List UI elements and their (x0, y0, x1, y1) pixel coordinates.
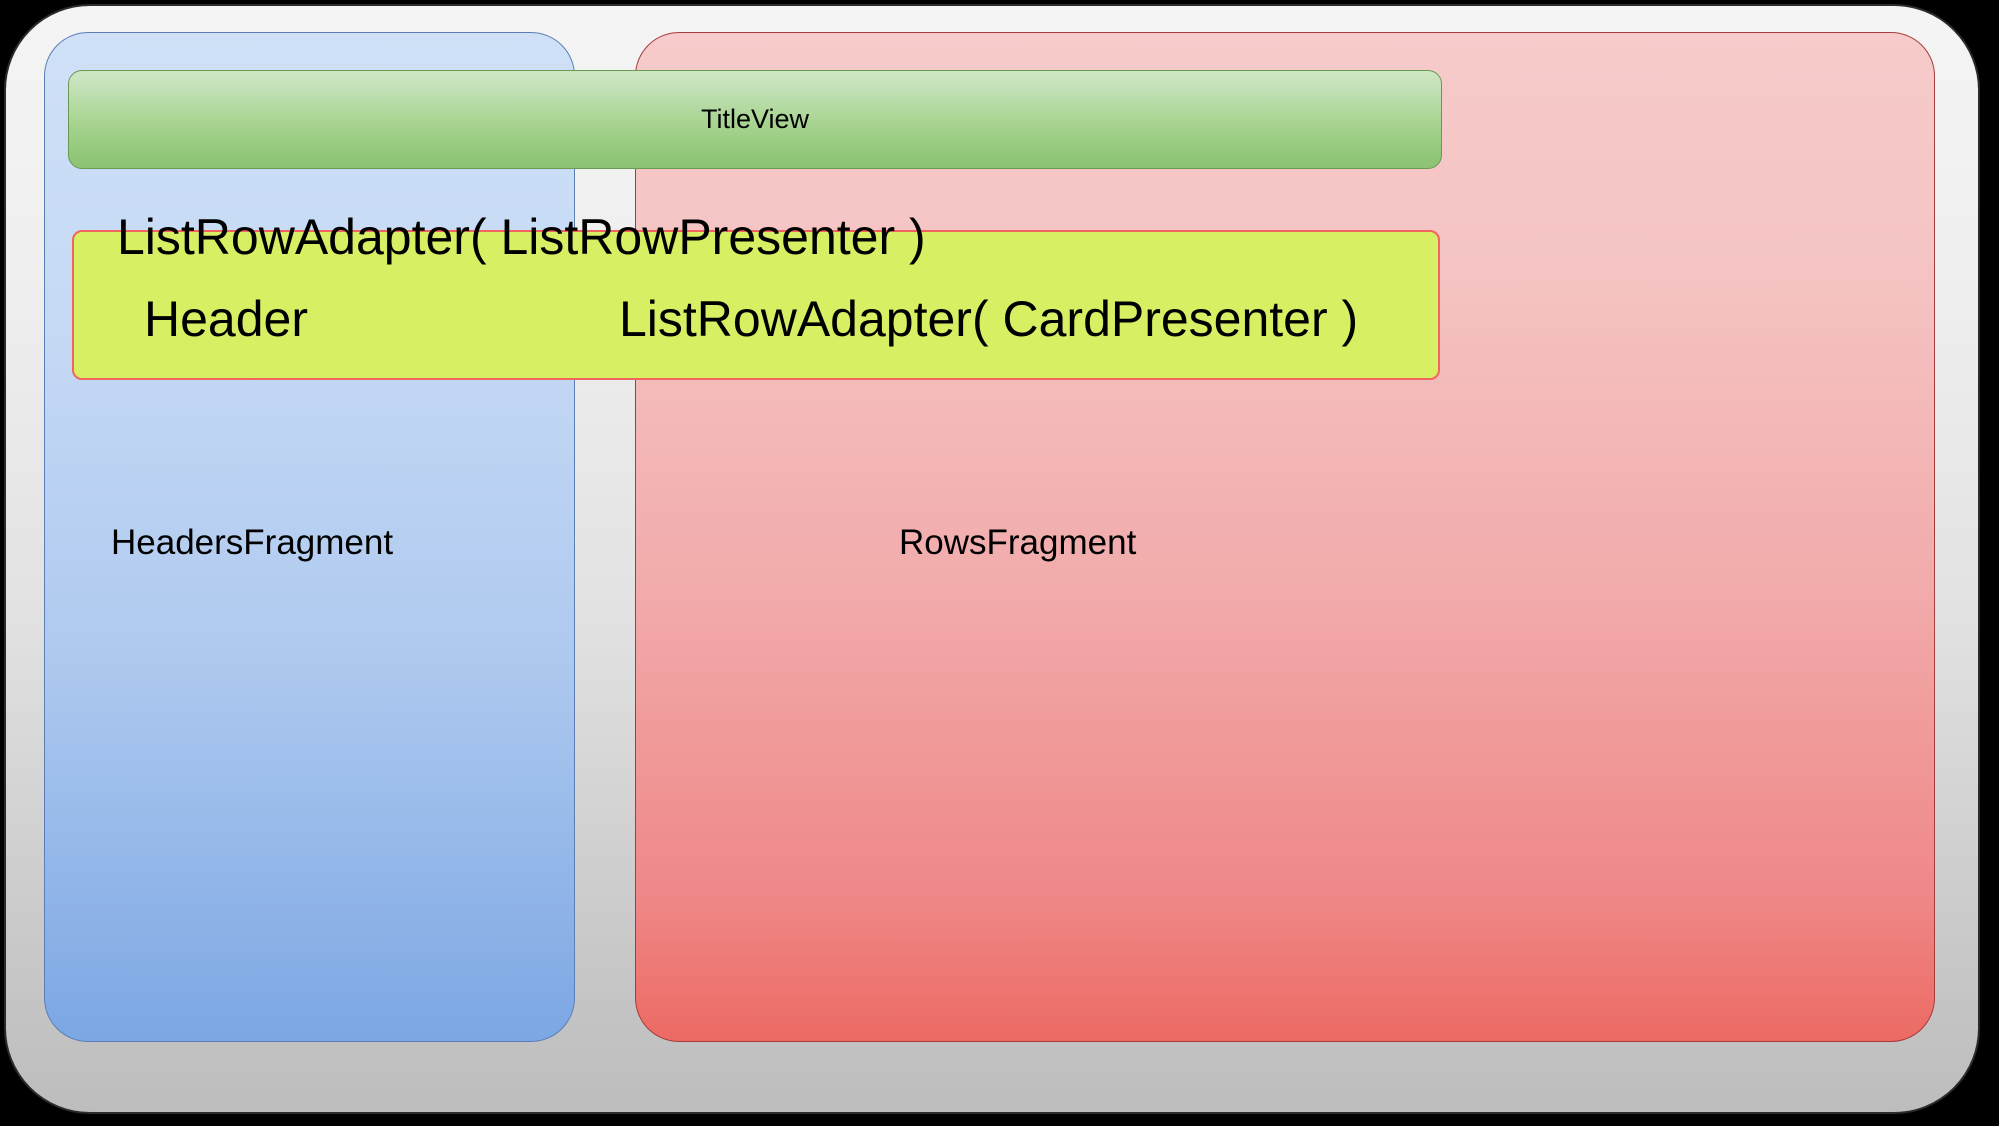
list-row-box[interactable]: Header ListRowAdapter( CardPresenter ) (72, 230, 1440, 380)
list-row-adapter-caption: ListRowAdapter( ListRowPresenter ) (117, 209, 926, 265)
list-row-box-content: Header ListRowAdapter( CardPresenter ) (74, 232, 1438, 378)
headers-fragment-panel[interactable] (44, 32, 575, 1042)
title-view-bar[interactable]: TitleView (68, 70, 1442, 169)
title-view-label: TitleView (700, 104, 810, 134)
rows-fragment-panel[interactable] (635, 32, 1935, 1042)
rows-fragment-label: RowsFragment (899, 523, 1137, 562)
headers-fragment-label: HeadersFragment (111, 523, 394, 562)
row-card-adapter-label: ListRowAdapter( CardPresenter ) (619, 291, 1359, 347)
row-header-label: Header (144, 291, 308, 347)
